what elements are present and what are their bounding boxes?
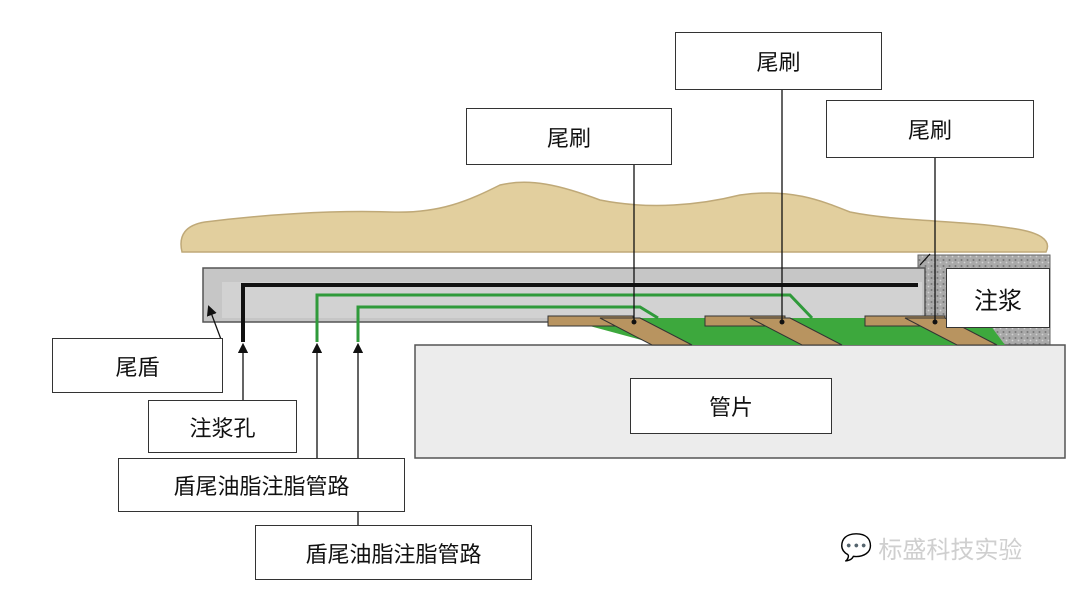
label-segment: 管片 [630,378,832,434]
label-grease-pipe-1: 盾尾油脂注脂管路 [118,458,405,512]
label-tail-brush-3: 尾刷 [826,100,1034,158]
label-grease-pipe-2: 盾尾油脂注脂管路 [255,525,532,580]
soil-layer [180,181,1049,253]
grease-pipe-a [315,293,814,342]
label-grouting: 注浆 [946,268,1050,328]
label-tail-brush-1: 尾刷 [466,108,672,165]
label-tail-brush-2: 尾刷 [675,32,882,90]
watermark: 💬 标盛科技实验 [840,530,1022,565]
grease-pipe-b [356,305,659,342]
tail-brushes [547,315,998,346]
grout-pipe [241,283,918,342]
label-tail-shield: 尾盾 [52,338,223,393]
watermark-text: 标盛科技实验 [878,536,1023,564]
label-grout-hole: 注浆孔 [148,400,297,453]
wechat-icon: 💬 [840,532,873,563]
